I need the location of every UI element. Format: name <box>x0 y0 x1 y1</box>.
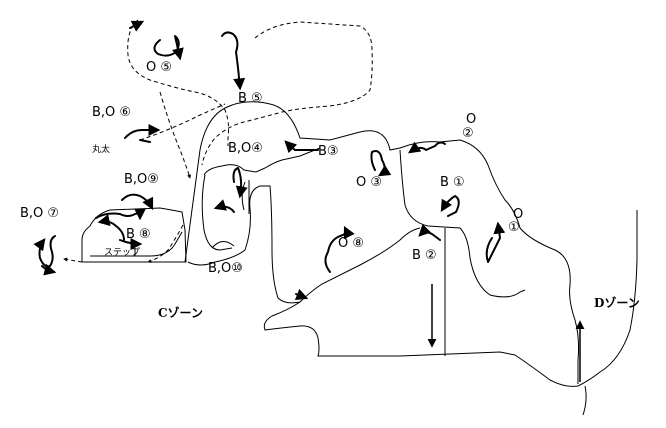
label-o1-number: ① <box>508 220 520 235</box>
label-bo6: B,O ⑥ <box>92 105 132 120</box>
label-o8: O ⑧ <box>338 236 365 251</box>
label-o3: O ③ <box>356 175 383 190</box>
label-b5: B ⑤ <box>238 91 263 106</box>
label-bo9: B,O⑨ <box>124 172 159 187</box>
label-o1: O <box>513 207 524 222</box>
terrain-outline <box>184 101 638 416</box>
label-o2-number: ② <box>462 126 474 141</box>
label-bo7: B,O ⑦ <box>20 206 60 221</box>
label-b8: B ⑧ <box>126 227 151 242</box>
label-log: 丸太 <box>92 145 111 155</box>
label-bo4: B,O④ <box>228 141 263 156</box>
climbing-routes <box>33 20 506 301</box>
label-bo10: B,O⑩ <box>208 261 243 276</box>
zone-arrows <box>427 284 585 382</box>
label-o5: O ⑤ <box>146 60 173 75</box>
label-zone-c: Cゾーン <box>158 306 203 320</box>
dashed-routes <box>63 19 373 263</box>
label-zone-d: Dゾーン <box>594 296 640 310</box>
label-b3: B③ <box>318 144 339 159</box>
label-b1: B ① <box>440 175 465 190</box>
label-o2: O <box>466 112 477 127</box>
label-b2: B ② <box>412 248 437 263</box>
label-step: ステップ <box>104 248 141 258</box>
